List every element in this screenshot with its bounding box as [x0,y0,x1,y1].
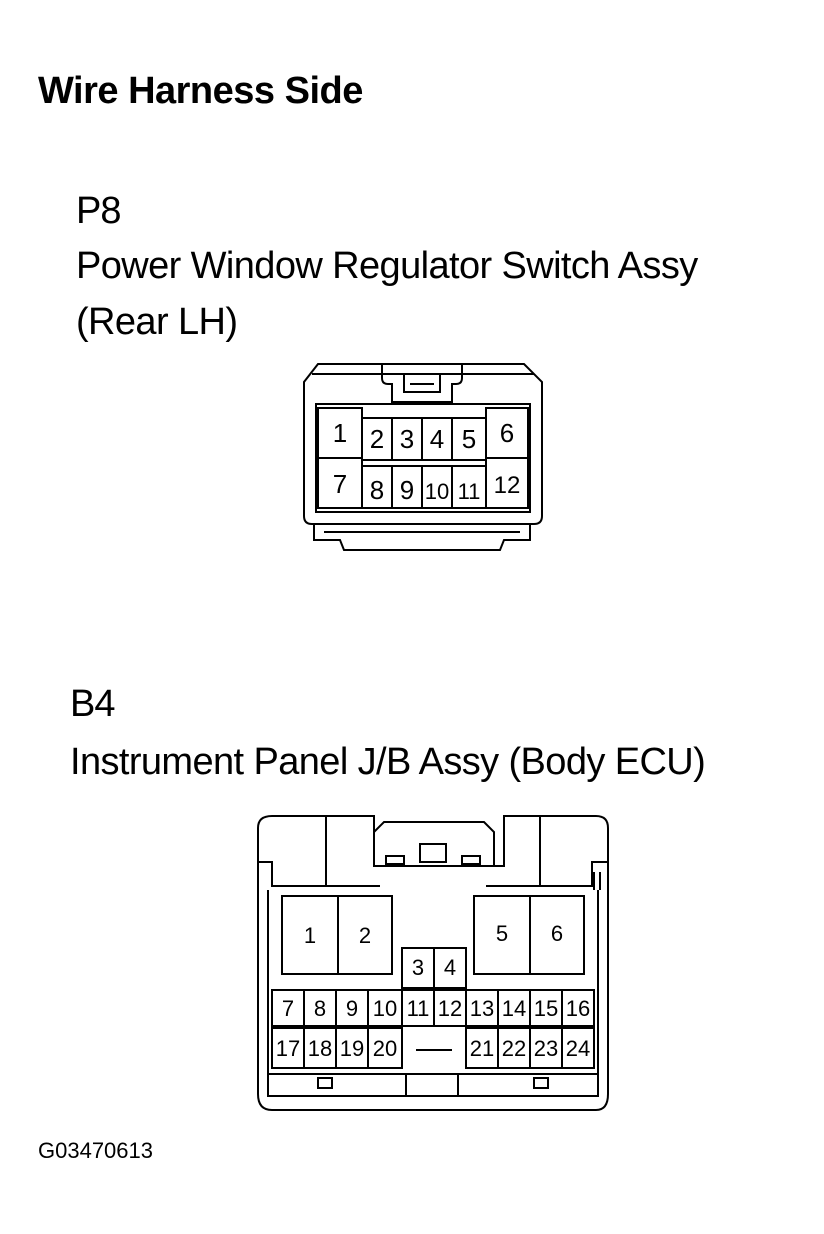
b4-pin-label: 9 [346,996,358,1021]
b4-pin-label: 17 [276,1036,300,1061]
b4-pin-label: 3 [412,955,424,980]
p8-pin-label: 12 [494,472,521,499]
b4-pin-label: 4 [444,955,456,980]
p8-pin-label: 10 [425,479,449,504]
b4-pin-label: 20 [373,1036,397,1061]
b4-pin-label: 5 [496,921,508,946]
p8-pin-label: 8 [370,475,384,505]
connector-name-p8-line2: (Rear LH) [76,301,238,343]
b4-pin-label: 23 [534,1036,558,1061]
p8-pin-label: 7 [333,469,347,499]
b4-pin-label: 13 [470,996,494,1021]
connector-name-b4: Instrument Panel J/B Assy (Body ECU) [70,741,706,783]
b4-pin-label: 8 [314,996,326,1021]
connector-b4-pin-labels: 1 2 3 4 5 6 7 8 9 10 11 12 13 14 15 16 1… [276,921,590,1061]
p8-pin-label: 1 [333,418,347,448]
b4-pin-label: 11 [407,996,430,1021]
p8-pin-label: 4 [430,424,444,454]
p8-pin-label: 3 [400,424,414,454]
connector-b4-cavities [271,895,595,1069]
p8-pin-label: 11 [458,479,481,504]
p8-pin-label: 5 [462,424,476,454]
connector-p8-cavities [317,407,529,509]
b4-pin-label: 14 [502,996,526,1021]
b4-pin-label: 21 [470,1036,494,1061]
connector-code-b4: B4 [70,683,115,725]
b4-pin-label: 6 [551,921,563,946]
p8-pin-label: 2 [370,424,384,454]
page-heading: Wire Harness Side [38,70,363,112]
b4-pin-label: 12 [438,996,462,1021]
b4-pin-label: 10 [373,996,397,1021]
connector-code-p8: P8 [76,190,121,232]
b4-pin-label: 19 [340,1036,364,1061]
figure-id: G03470613 [38,1138,153,1163]
b4-pin-label: 22 [502,1036,526,1061]
connector-b4-housing [257,815,609,1111]
b4-pin-label: 18 [308,1036,332,1061]
connector-name-p8-line1: Power Window Regulator Switch Assy [76,245,698,287]
b4-pin-label: 2 [359,923,371,948]
b4-pin-label: 16 [566,996,590,1021]
b4-pin-label: 7 [282,996,294,1021]
p8-pin-label: 6 [500,418,514,448]
b4-pin-label: 1 [304,923,316,948]
connector-p8-pin-labels: 1 2 3 4 5 6 7 8 9 10 11 12 [333,418,521,505]
connector-p8-housing [303,363,543,551]
b4-pin-label: 24 [566,1036,590,1061]
p8-pin-label: 9 [400,475,414,505]
b4-pin-label: 15 [534,996,558,1021]
